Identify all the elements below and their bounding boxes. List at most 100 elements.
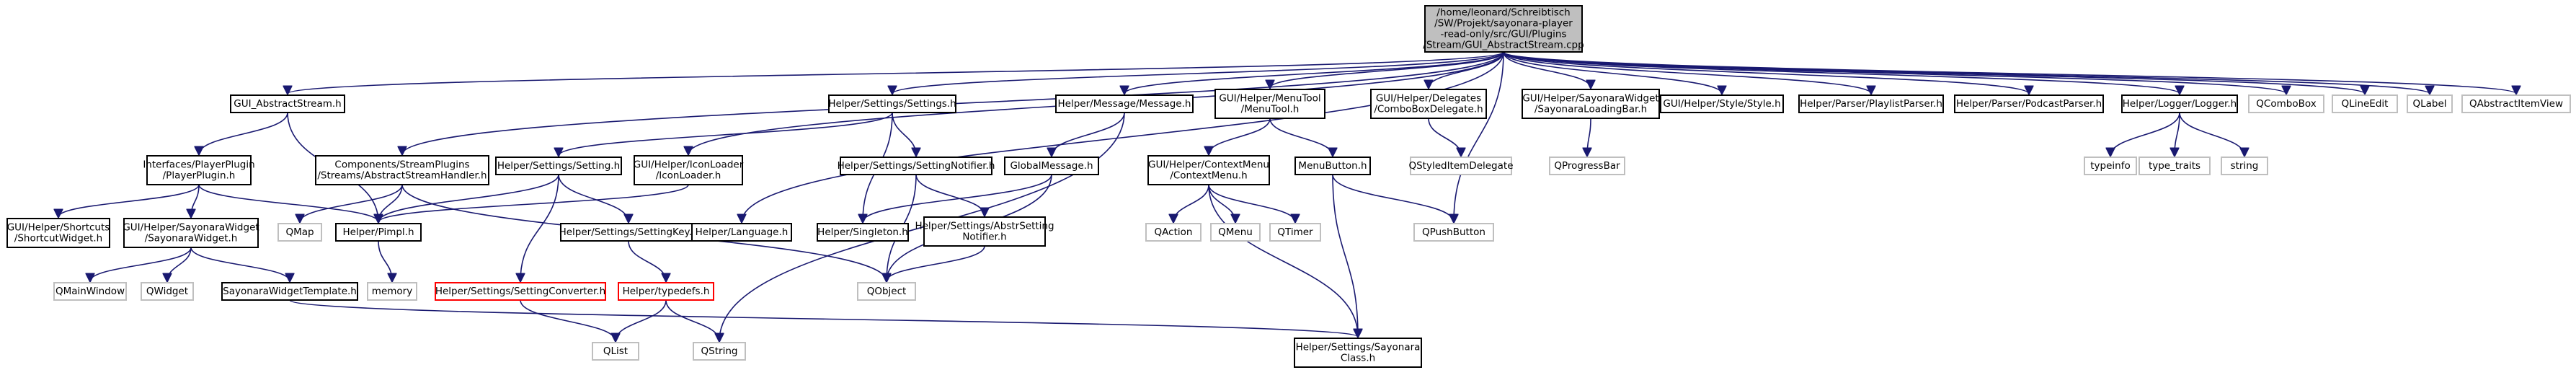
graph-node-helper-typedefs-h[interactable]: Helper/typedefs.h [618, 282, 714, 301]
node-box [1294, 338, 1422, 368]
node-box [840, 157, 992, 175]
graph-node-helper-message-message-h[interactable]: Helper/Message/Message.h [1055, 94, 1194, 113]
graph-node-memory: memory [367, 282, 417, 301]
node-box [315, 155, 489, 185]
node-label: QWidget [146, 286, 188, 297]
graph-node-helper-settings-settingconverter-h[interactable]: Helper/Settings/SettingConverter.h [435, 282, 606, 301]
graph-node-gui-abstractstream-h[interactable]: GUI_AbstractStream.h [230, 94, 345, 113]
edge-n_message-to-n_globalmessage [1052, 112, 1125, 156]
node-box [123, 218, 259, 248]
edge-root-to-n_style [1503, 51, 1722, 94]
node-box [857, 282, 916, 301]
node-box [141, 282, 194, 301]
node-label: string [2231, 160, 2259, 172]
node-label: Helper/Settings/Sayonara [1296, 342, 1421, 353]
node-box [1370, 89, 1487, 119]
graph-node-home-leonard-schreibtisch-sw-projekt-sayonara-player-read-only-src-gui-plugins-stream-gui-abstractstream-cpp[interactable]: /home/leonard/Schreibtisch/SW/Projekt/sa… [1423, 5, 1584, 53]
node-label: /PlayerPlugin.h [163, 170, 236, 182]
node-label: GUI/Helper/ContextMenu [1148, 159, 1269, 171]
edge-n_menubutton-to-n_sayonaraclass [1332, 174, 1358, 337]
edge-n_typedefs-to-n_qstring [665, 299, 719, 341]
node-box [1004, 157, 1099, 175]
node-label: QAction [1155, 226, 1193, 238]
node-label: Helper/Message/Message.h [1058, 98, 1191, 110]
graph-node-qmenu: QMenu [1210, 223, 1261, 242]
graph-node-gui-helper-sayonarawidget-sayonaraloadingbar-h[interactable]: GUI/Helper/SayonaraWidget/SayonaraLoadin… [1522, 89, 1660, 119]
node-box [6, 218, 110, 248]
node-box [221, 282, 358, 301]
node-label: GUI/Helper/IconLoader [634, 159, 744, 171]
node-label: Helper/Settings/Setting.h [497, 160, 620, 172]
node-label: Helper/Parser/PlaylistParser.h [1800, 98, 1942, 110]
edge-n_abstractstreamhandler-to-n_qmap [300, 184, 403, 222]
graph-node-helper-parser-playlistparser-h[interactable]: Helper/Parser/PlaylistParser.h [1798, 94, 1944, 113]
graph-node-components-streamplugins-streams-abstractstreamhandler-h[interactable]: Components/StreamPlugins/Streams/Abstrac… [315, 155, 489, 185]
graph-node-helper-settings-setting-h[interactable]: Helper/Settings/Setting.h [495, 157, 622, 175]
graph-node-qaction: QAction [1145, 223, 1202, 242]
node-label: GlobalMessage.h [1010, 160, 1093, 172]
node-label: QString [701, 345, 738, 357]
graph-node-helper-settings-settings-h[interactable]: Helper/Settings/Settings.h [828, 94, 956, 113]
graph-node-interfaces-playerplugin-playerplugin-h[interactable]: Interfaces/PlayerPlugin/PlayerPlugin.h [143, 155, 255, 185]
graph-node-typeinfo: typeinfo [2084, 157, 2137, 175]
edge-root-to-n_qabstractitemview [1503, 51, 2516, 94]
node-box [828, 94, 956, 113]
graph-node-qtimer: QTimer [1269, 223, 1321, 242]
node-box [335, 223, 422, 242]
graph-node-helper-settings-settingnotifier-h[interactable]: Helper/Settings/SettingNotifier.h [838, 157, 995, 175]
graph-node-gui-helper-delegates-comboboxdelegate-h[interactable]: GUI/Helper/Delegates/ComboBoxDelegate.h [1370, 89, 1487, 119]
node-label: /IconLoader.h [656, 170, 721, 182]
graph-node-helper-logger-logger-h[interactable]: Helper/Logger/Logger.h [2121, 94, 2238, 113]
node-box [923, 216, 1046, 247]
node-label: QList [603, 345, 628, 357]
graph-node-qlist: QList [592, 342, 639, 361]
node-label: Helper/Parser/PodcastParser.h [1956, 98, 2102, 110]
node-label: QComboBox [2256, 98, 2316, 110]
node-box [1055, 94, 1194, 113]
graph-node-qobject: QObject [857, 282, 916, 301]
node-label: Components/StreamPlugins [334, 159, 469, 171]
node-box [1424, 5, 1583, 53]
graph-node-sayonarawidgettemplate-h[interactable]: SayonaraWidgetTemplate.h [221, 282, 358, 301]
graph-node-helper-pimpl-h[interactable]: Helper/Pimpl.h [335, 223, 422, 242]
edge-root-to-n_gui_abstractstream_h [288, 51, 1504, 94]
node-label: /ContextMenu.h [1170, 170, 1247, 182]
node-box [817, 223, 909, 242]
node-box [1210, 223, 1261, 242]
graph-node-helper-language-h[interactable]: Helper/Language.h [691, 223, 792, 242]
node-label: SayonaraWidgetTemplate.h [223, 286, 357, 297]
graph-node-qwidget: QWidget [141, 282, 194, 301]
node-box [592, 342, 639, 361]
node-box [1413, 223, 1494, 242]
graph-node-menubutton-h[interactable]: MenuButton.h [1294, 157, 1371, 175]
graph-node-helper-settings-settingkey-h[interactable]: Helper/Settings/SettingKey.h [559, 223, 698, 242]
node-label: Class.h [1341, 353, 1375, 364]
node-label: /SayonaraLoadingBar.h [1535, 104, 1647, 115]
graph-node-qstyleditemdelegate: QStyledItemDelegate [1408, 157, 1514, 175]
node-box [2084, 157, 2137, 175]
node-label: /ComboBoxDelegate.h [1374, 104, 1483, 115]
edge-root-to-n_language [742, 51, 1504, 222]
graph-node-qlineedit: QLineEdit [2332, 94, 2398, 113]
graph-node-helper-parser-podcastparser-h[interactable]: Helper/Parser/PodcastParser.h [1954, 94, 2104, 113]
node-box [495, 157, 622, 175]
graph-node-gui-helper-contextmenu-contextmenu-h[interactable]: GUI/Helper/ContextMenu/ContextMenu.h [1147, 155, 1270, 185]
node-label: GUI/Helper/Delegates [1376, 93, 1481, 105]
graph-node-gui-helper-iconloader-iconloader-h[interactable]: GUI/Helper/IconLoader/IconLoader.h [634, 155, 744, 185]
edge-n_logger-to-n_string [2179, 112, 2244, 156]
node-box [1549, 157, 1625, 175]
node-label: GUI/Helper/Shortcuts [7, 222, 110, 234]
graph-node-qmainwindow: QMainWindow [53, 282, 127, 301]
edge-n_interfaces_playerplugin-to-n_sayonarawidget [191, 184, 200, 217]
node-label: Helper/Settings/SettingConverter.h [435, 286, 605, 297]
graph-node-gui-helper-style-style-h[interactable]: GUI/Helper/Style/Style.h [1660, 94, 1784, 113]
graph-node-helper-singleton-h[interactable]: Helper/Singleton.h [817, 223, 909, 242]
graph-node-gui-helper-sayonarawidget-sayonarawidget-h[interactable]: GUI/Helper/SayonaraWidget/SayonaraWidget… [123, 218, 259, 248]
graph-node-gui-helper-menutool-menutool-h[interactable]: GUI/Helper/MenuTool/MenuTool.h [1214, 89, 1325, 119]
graph-node-globalmessage-h[interactable]: GlobalMessage.h [1004, 157, 1099, 175]
edge-n_menubutton-to-n_qpushbutton [1332, 174, 1454, 222]
graph-node-gui-helper-shortcuts-shortcutwidget-h[interactable]: GUI/Helper/Shortcuts/ShortcutWidget.h [6, 218, 110, 248]
